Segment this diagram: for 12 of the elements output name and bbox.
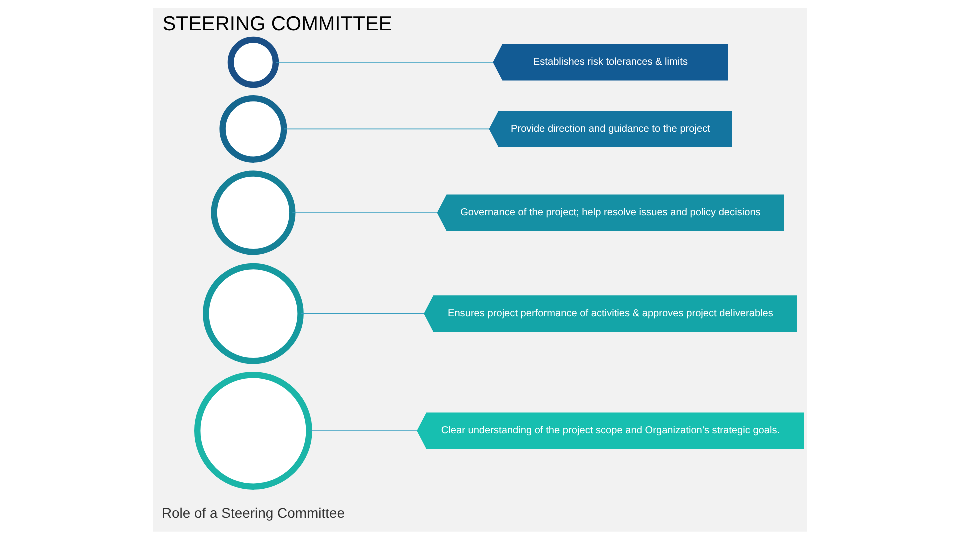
node-circle — [228, 36, 280, 88]
connector — [292, 212, 438, 214]
connector — [284, 128, 490, 130]
node-circle — [194, 372, 312, 490]
diagram-title: STEERING COMMITTEE — [162, 14, 392, 36]
label: Role of a Steering Committee — [162, 505, 345, 522]
node-circle — [203, 263, 304, 364]
node-circle — [211, 170, 296, 256]
node-circle — [220, 95, 288, 163]
connector — [309, 430, 418, 432]
connector — [276, 62, 494, 63]
connector — [300, 313, 425, 314]
